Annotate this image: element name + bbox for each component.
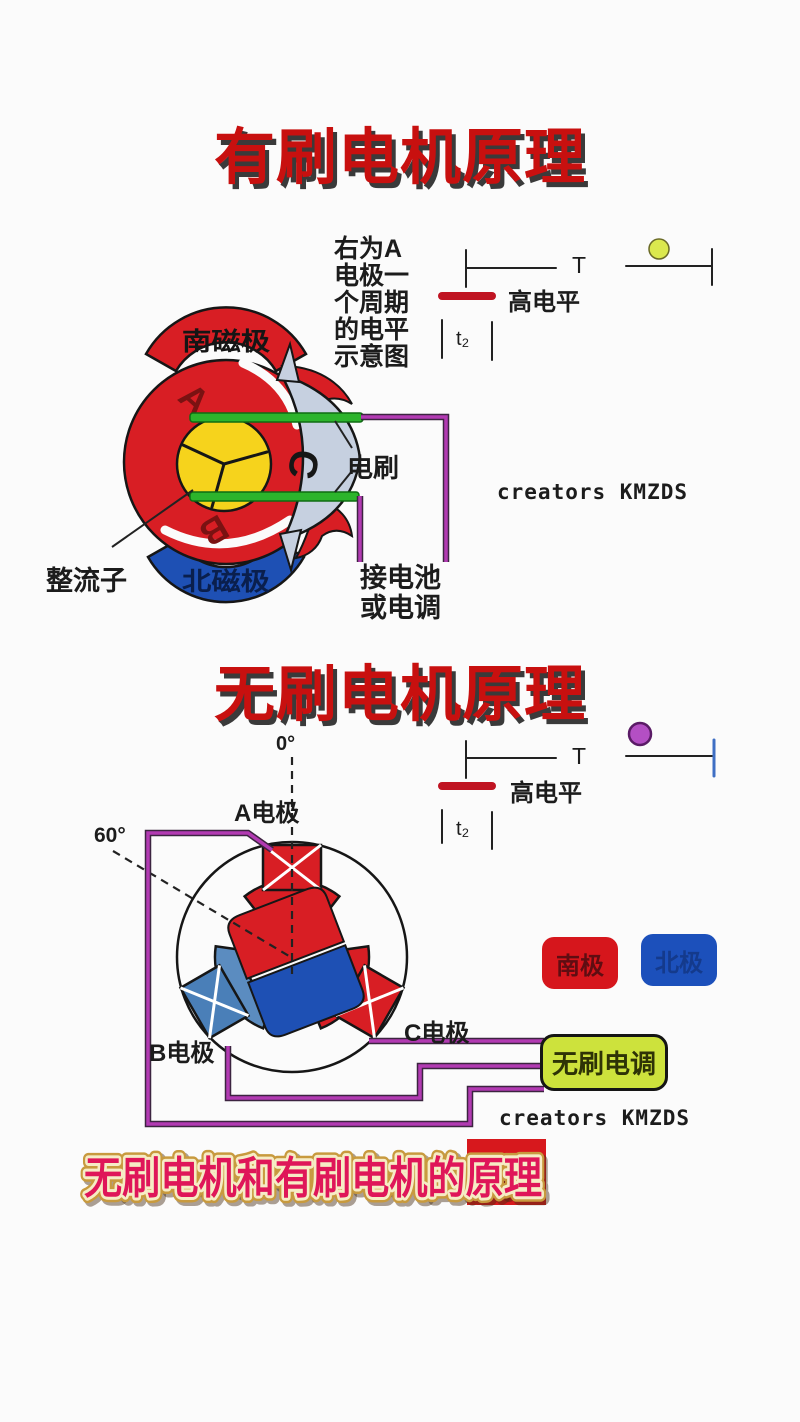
note-line: 右为A	[334, 235, 403, 263]
period-label: T	[572, 252, 587, 278]
high-level-label: 高电平	[510, 780, 582, 807]
banner-text: 无刷电机和有刷电机的原理	[84, 1154, 542, 1203]
t2-label: t₂	[456, 328, 470, 350]
watermark: creators KMZDS	[497, 480, 689, 504]
svg-text:无刷电机和有刷电机的原理: 无刷电机和有刷电机的原理	[84, 1154, 542, 1203]
battery-label: 接电池 或电调	[360, 563, 441, 623]
south-pole-label: 南磁极	[182, 327, 270, 356]
esc-box: 无刷电调	[540, 1034, 668, 1091]
watermark: creators KMZDS	[499, 1106, 691, 1130]
brushless-motor-diagram	[112, 757, 544, 1128]
high-level-label: 高电平	[508, 289, 580, 316]
banner-red-block	[467, 1139, 546, 1205]
rotor-magnet	[227, 886, 365, 1038]
svg-text:无刷电机和有刷电机的原理: 无刷电机和有刷电机的原理	[84, 1154, 542, 1203]
period-label: T	[572, 743, 587, 769]
brushless-title: 无刷电机原理	[213, 660, 586, 728]
electrode-a-label: A电极	[234, 800, 300, 827]
electrode-b-label: B电极	[149, 1040, 215, 1067]
south-pole-band	[144, 306, 308, 373]
battery-line2: 或电调	[360, 593, 441, 623]
note-line: 电极一	[334, 262, 410, 290]
brush-bottom	[189, 491, 360, 502]
brushed-motor-diagram: 南磁极 北磁极 A B C	[111, 306, 450, 604]
rotor-position-dot-icon	[648, 238, 670, 260]
bottom-banner: 无刷电机和有刷电机的原理 无刷电机和有刷电机的原理 无刷电机和有刷电机的原理 无…	[79, 1139, 551, 1212]
brushless-wires	[144, 829, 544, 1128]
svg-text:无刷电机和有刷电机的原理: 无刷电机和有刷电机的原理	[87, 1157, 545, 1206]
high-level-bar	[438, 292, 496, 300]
note-block: 右为A 电极一 个周期 的电平 示意图	[334, 236, 409, 371]
high-level-bar	[438, 782, 496, 790]
rotor-claw-bottom	[294, 498, 354, 560]
brush-top	[189, 412, 364, 423]
note-line: 示意图	[334, 343, 410, 371]
legend-north-pole: 北极	[641, 934, 717, 986]
battery-line1: 接电池	[360, 563, 441, 593]
brushed-wires	[356, 413, 450, 562]
sixty-degree-label: 60°	[94, 824, 126, 847]
brushed-title: 有刷电机原理	[213, 123, 586, 191]
brush-label: 电刷	[347, 453, 400, 483]
note-line: 个周期	[334, 289, 410, 317]
legend-south-pole: 南极	[542, 937, 618, 989]
t2-label: t₂	[456, 818, 470, 840]
north-pole-label: 北磁极	[182, 567, 270, 596]
timing-diagram-brushed	[438, 238, 713, 361]
timing-diagram-brushless	[438, 721, 716, 850]
electrode-c-label: C电极	[404, 1020, 470, 1047]
rotor-position-dot-icon	[627, 721, 653, 747]
zero-degree-label: 0°	[276, 733, 296, 755]
note-line: 的电平	[334, 316, 410, 344]
commutator-label: 整流子	[46, 566, 127, 596]
